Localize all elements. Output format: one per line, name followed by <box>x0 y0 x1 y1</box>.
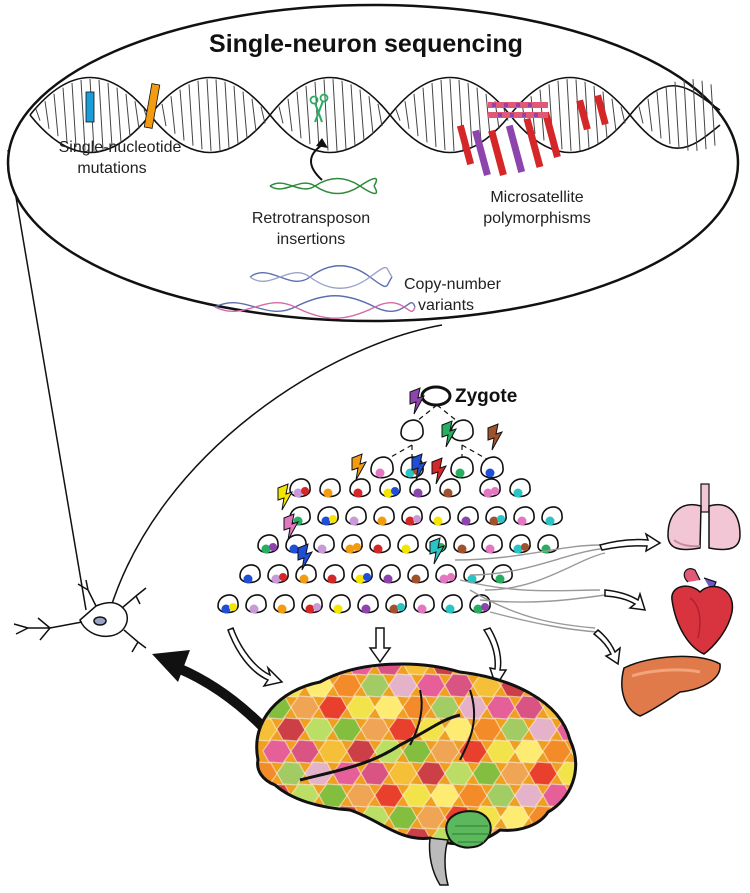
cell <box>397 534 419 554</box>
cell <box>541 506 563 526</box>
retrotransposon-helix <box>269 177 378 195</box>
cell <box>373 506 395 526</box>
cell <box>457 506 479 526</box>
cell <box>469 594 491 614</box>
cell <box>379 478 401 498</box>
zoom-lines <box>7 149 443 611</box>
cell <box>480 456 504 479</box>
cell <box>453 534 475 554</box>
sequencing-ellipse <box>6 3 740 323</box>
cell <box>317 506 339 526</box>
cell <box>400 419 424 442</box>
micro-label-line1: Microsatellite <box>490 189 583 206</box>
figure-title: Single-neuron sequencing <box>209 30 523 58</box>
lung-icon <box>667 483 741 551</box>
cnv-helix-bottom <box>214 295 416 319</box>
cell <box>491 564 513 584</box>
cell <box>319 478 341 498</box>
cell <box>435 564 457 584</box>
cell <box>409 478 431 498</box>
cell <box>217 594 239 614</box>
cell <box>370 456 394 479</box>
retro-label-line2: insertions <box>277 231 345 248</box>
cell <box>485 506 507 526</box>
lightning-bolt-icon <box>277 483 294 511</box>
lineage-to-organ-lines <box>454 544 611 633</box>
cell <box>439 478 461 498</box>
cell <box>323 564 345 584</box>
cell <box>301 594 323 614</box>
cell <box>349 478 371 498</box>
lightning-bolt-icon <box>487 423 504 451</box>
cell <box>369 534 391 554</box>
cell <box>407 564 429 584</box>
organ-arrows <box>592 532 662 666</box>
zygote-label: Zygote <box>455 386 517 407</box>
insertion-arrow <box>310 138 328 181</box>
cell <box>401 506 423 526</box>
snv-mark-blue <box>85 91 95 123</box>
lightning-bolt-icon <box>283 513 300 541</box>
cell <box>257 534 279 554</box>
cell <box>379 564 401 584</box>
cell <box>267 564 289 584</box>
lightning-bolt-icon <box>409 387 426 415</box>
cnv-helix-top <box>249 265 393 289</box>
cell <box>329 594 351 614</box>
cell <box>357 594 379 614</box>
cell <box>295 564 317 584</box>
lineage-tree-lines <box>381 404 493 463</box>
cell <box>513 506 535 526</box>
lightning-bolt-icon <box>351 453 368 481</box>
cell <box>245 594 267 614</box>
cell <box>341 534 363 554</box>
cell <box>429 506 451 526</box>
microsatellite-stripes <box>456 94 609 176</box>
cell <box>450 456 474 479</box>
retro-label-line1: Retrotransposon <box>252 210 370 227</box>
snv-label-line2: mutations <box>77 160 146 177</box>
cell <box>509 534 531 554</box>
microsatellite-bar-2 <box>488 112 548 118</box>
mutation-bolts <box>277 387 504 571</box>
brain-arrows <box>227 627 508 688</box>
cell <box>351 564 373 584</box>
heart-icon <box>671 568 734 655</box>
cell-lineage-tree <box>217 419 563 614</box>
cell <box>273 594 295 614</box>
cell <box>289 478 311 498</box>
lightning-bolt-icon <box>431 457 448 485</box>
neuron-icon <box>13 579 147 653</box>
liver-icon <box>621 655 721 717</box>
cell <box>450 419 474 442</box>
lightning-bolt-icon <box>411 453 428 481</box>
snv-label-line1: Single-nucleotide <box>59 139 182 156</box>
lightning-bolt-icon <box>297 543 314 571</box>
cnv-label-line2: variants <box>418 297 474 314</box>
zygote-cell <box>420 385 452 407</box>
cell <box>509 478 531 498</box>
cell <box>413 594 435 614</box>
cell <box>481 534 503 554</box>
cnv-label-line1: Copy-number <box>404 276 502 293</box>
brain-icon <box>255 662 578 886</box>
dna-helix <box>29 76 721 176</box>
snv-mark-orange <box>143 83 161 129</box>
cell <box>441 594 463 614</box>
lightning-bolt-icon <box>441 420 458 448</box>
cell <box>479 478 501 498</box>
scissors-icon <box>309 93 329 123</box>
cell <box>313 534 335 554</box>
lightning-bolt-icon <box>429 537 446 565</box>
micro-label-line2: polymorphisms <box>483 210 591 227</box>
cell <box>385 594 407 614</box>
cell <box>345 506 367 526</box>
cell <box>239 564 261 584</box>
